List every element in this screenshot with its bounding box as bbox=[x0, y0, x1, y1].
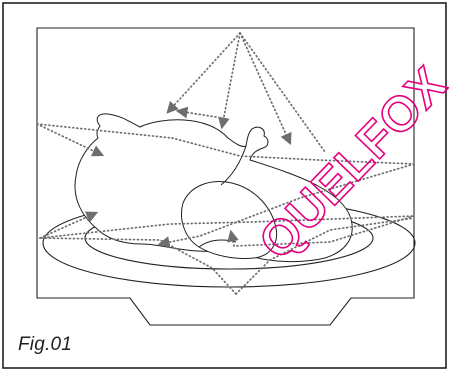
figure-caption: Fig.01 bbox=[18, 334, 73, 355]
oven-cavity bbox=[36, 27, 415, 326]
heat-flow-arrows bbox=[36, 32, 415, 295]
roast-chicken bbox=[74, 113, 353, 263]
